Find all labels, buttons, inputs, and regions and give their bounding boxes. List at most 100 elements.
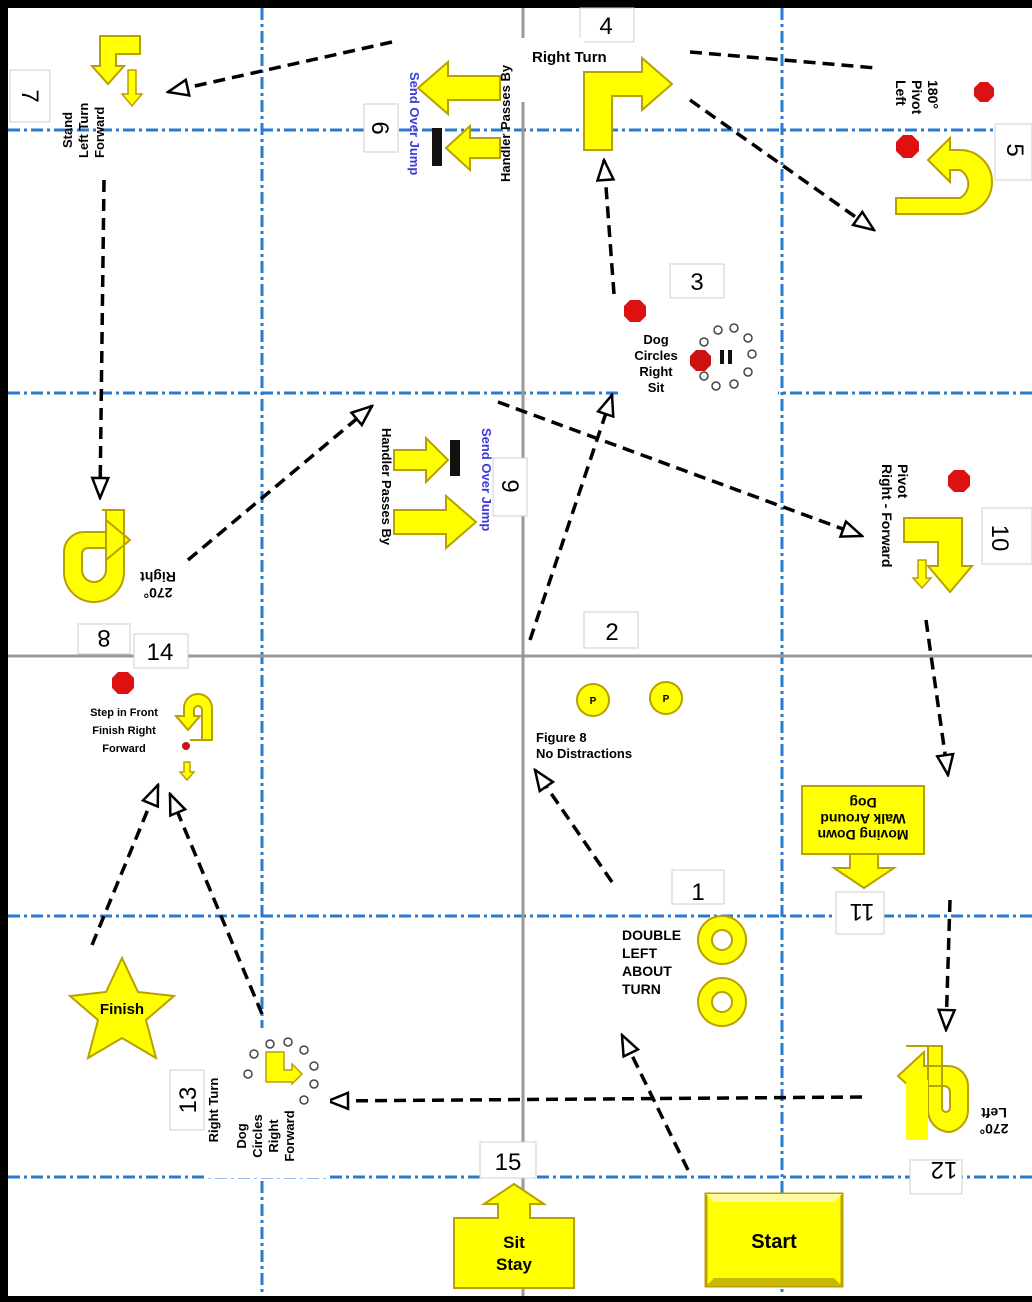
forward-arrow-icon: [178, 761, 196, 782]
station-2-figure-8: P P Figure 8 No Distractions: [536, 681, 683, 761]
pivot-right-arrow-icon: [903, 517, 975, 594]
circle-paw-prints-icon: [699, 323, 757, 391]
pylon-icon: [649, 681, 683, 715]
station-11-line2: Walk Around: [820, 811, 905, 827]
path-4-top: [689, 50, 877, 70]
station-6-line2: Send Over Jump: [407, 72, 422, 175]
path-2-to-3: [528, 395, 612, 641]
station-11-sign: [801, 785, 925, 855]
stop-sign-icon: [948, 470, 970, 492]
path-7-to-8: [100, 179, 104, 498]
station-3-line4: Sit: [648, 380, 665, 395]
station-8-270-right: 270° Right: [63, 509, 176, 603]
station-3-line2: Circles: [634, 348, 677, 363]
station-7-line2: Left Turn: [76, 103, 91, 158]
path-13-to-14: [168, 794, 264, 1015]
station-number-1: 1: [691, 879, 704, 906]
dog-icon: [182, 742, 190, 750]
stop-sign-icon: [112, 672, 134, 694]
station-13-line4: Right: [266, 1119, 281, 1153]
about-turn-icon-hole: [711, 991, 733, 1013]
station-5-pivot-left: 180° Pivot Left: [893, 80, 994, 215]
station-1-double-left-about: DOUBLE LEFT ABOUT TURN: [616, 915, 772, 1028]
path-3-to-4: [604, 160, 616, 295]
station-11-line3: Dog: [849, 795, 876, 811]
jump-icon: [432, 128, 442, 166]
station-13-line1: Right Turn: [206, 1078, 221, 1143]
station-number-4: 4: [599, 13, 612, 40]
finish-label: Finish: [100, 1001, 144, 1018]
station-9-line1: Handler Passes By: [379, 428, 394, 546]
station-5-line2: Pivot: [909, 80, 925, 115]
station-number-14: 14: [147, 639, 174, 666]
stop-sign-icon: [974, 82, 994, 102]
station-7-line3: Forward: [92, 107, 107, 158]
forward-arrow-icon: [911, 559, 933, 590]
grid-lines: [8, 8, 1032, 1296]
path-6-to-7: [168, 40, 393, 92]
pylon-label: P: [590, 696, 597, 707]
start-bevel: [706, 1194, 842, 1202]
station-6-send-over-jump: Handler Passes By Send Over Jump: [407, 59, 513, 182]
finish-right-arrow-icon: [173, 693, 213, 741]
station-2-line1: Figure 8: [536, 730, 587, 745]
feet-icon: [720, 350, 724, 364]
station-4-label: Right Turn: [532, 49, 607, 66]
station-1-line4: TURN: [622, 981, 661, 997]
finish-star-icon: [67, 955, 177, 1061]
station-7-stand-left-turn: Stand Left Turn Forward: [60, 35, 144, 158]
station-number-10: 10: [986, 525, 1013, 552]
station-number-9: 9: [496, 479, 523, 492]
station-4-right-turn: Right Turn: [520, 38, 674, 151]
station-6-line1: Handler Passes By: [498, 64, 513, 182]
station-number-3: 3: [690, 269, 703, 296]
station-number-tabs: [9, 7, 1032, 1195]
270-right-arrow-icon: [63, 509, 132, 603]
circle-paw-prints-icon: [243, 1037, 319, 1105]
station-number-5: 5: [1001, 143, 1028, 156]
finish-sign: Finish: [67, 955, 177, 1061]
path-finish-to-14: [90, 785, 160, 946]
path-1-to-2: [535, 770, 614, 883]
station-5-line1: 180°: [925, 80, 941, 109]
station-15-line1: Sit: [503, 1233, 525, 1252]
station-number-2: 2: [605, 619, 618, 646]
station-14-line3: Forward: [102, 743, 145, 755]
station-7-line1: Stand: [60, 112, 75, 148]
station-9-send-over-jump: Handler Passes By Send Over Jump: [379, 428, 494, 551]
station-14-line2: Finish Right: [92, 725, 156, 737]
station-2-line2: No Distractions: [536, 746, 632, 761]
station-9-line2: Send Over Jump: [479, 428, 494, 531]
station-13-card: [206, 1028, 330, 1178]
stop-sign-icon: [624, 300, 646, 322]
270-left-arrow-icon: [896, 1045, 970, 1134]
station-14-line1: Step in Front: [90, 707, 158, 719]
station-number-6: 6: [366, 121, 393, 134]
station-11-moving-down: Moving Down Walk Around Dog: [801, 785, 925, 890]
station-10-pivot-right: Pivot Right - Forward: [879, 464, 975, 594]
station-13-dog-circles-forward: Right Turn Dog Circles Right Forward: [206, 1028, 330, 1178]
path-9-to-10: [497, 400, 862, 536]
station-number-12: 12: [931, 1156, 958, 1183]
jump-icon: [450, 440, 460, 476]
path-11-to-12: [946, 899, 950, 1030]
pylon-label: P: [663, 694, 670, 705]
station-11-line1: Moving Down: [818, 827, 909, 843]
station-number-7: 7: [16, 89, 43, 102]
left-arrow-icon: [444, 123, 501, 173]
station-number-8: 8: [97, 624, 110, 651]
station-4-card: [520, 38, 584, 102]
station-1-line1: DOUBLE: [622, 927, 681, 943]
stop-sign-icon: [690, 350, 711, 371]
stop-sign-icon: [896, 135, 919, 158]
station-number-15: 15: [495, 1149, 522, 1176]
right-arrow-icon: [393, 435, 450, 485]
left-arrow-icon: [416, 59, 501, 117]
station-13-line5: Forward: [282, 1110, 297, 1161]
start-bevel-shadow: [706, 1278, 842, 1286]
feet-icon: [728, 350, 732, 364]
station-number-13: 13: [175, 1087, 202, 1114]
station-14-finish-right: Step in Front Finish Right Forward: [90, 672, 213, 782]
station-10-line2: Right - Forward: [879, 464, 895, 567]
